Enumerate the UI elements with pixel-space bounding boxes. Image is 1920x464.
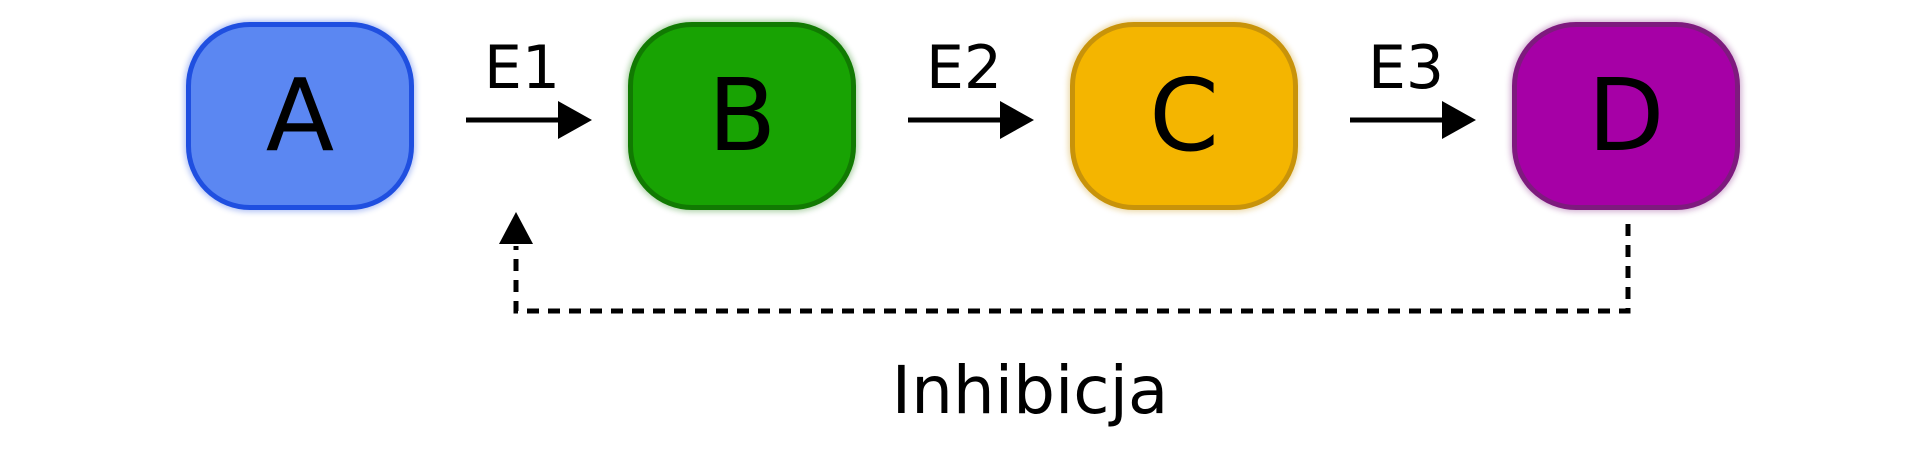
edge-label-e2: E2	[925, 33, 1003, 103]
node-d-label: D	[1587, 57, 1665, 174]
node-b-label: B	[707, 57, 777, 174]
node-c: C	[1070, 22, 1298, 210]
edge-label-e3: E3	[1367, 33, 1445, 103]
arrow-e2	[908, 101, 1034, 139]
inhibition-label: Inhibicja	[891, 352, 1169, 429]
inhibition-feedback-arrow	[499, 212, 1631, 314]
node-d: D	[1512, 22, 1740, 210]
edge-label-e1: E1	[483, 33, 561, 103]
node-c-label: C	[1149, 57, 1219, 174]
arrow-e1	[466, 101, 592, 139]
node-a-label: A	[265, 57, 335, 174]
arrow-e3	[1350, 101, 1476, 139]
node-b: B	[628, 22, 856, 210]
node-a: A	[186, 22, 414, 210]
